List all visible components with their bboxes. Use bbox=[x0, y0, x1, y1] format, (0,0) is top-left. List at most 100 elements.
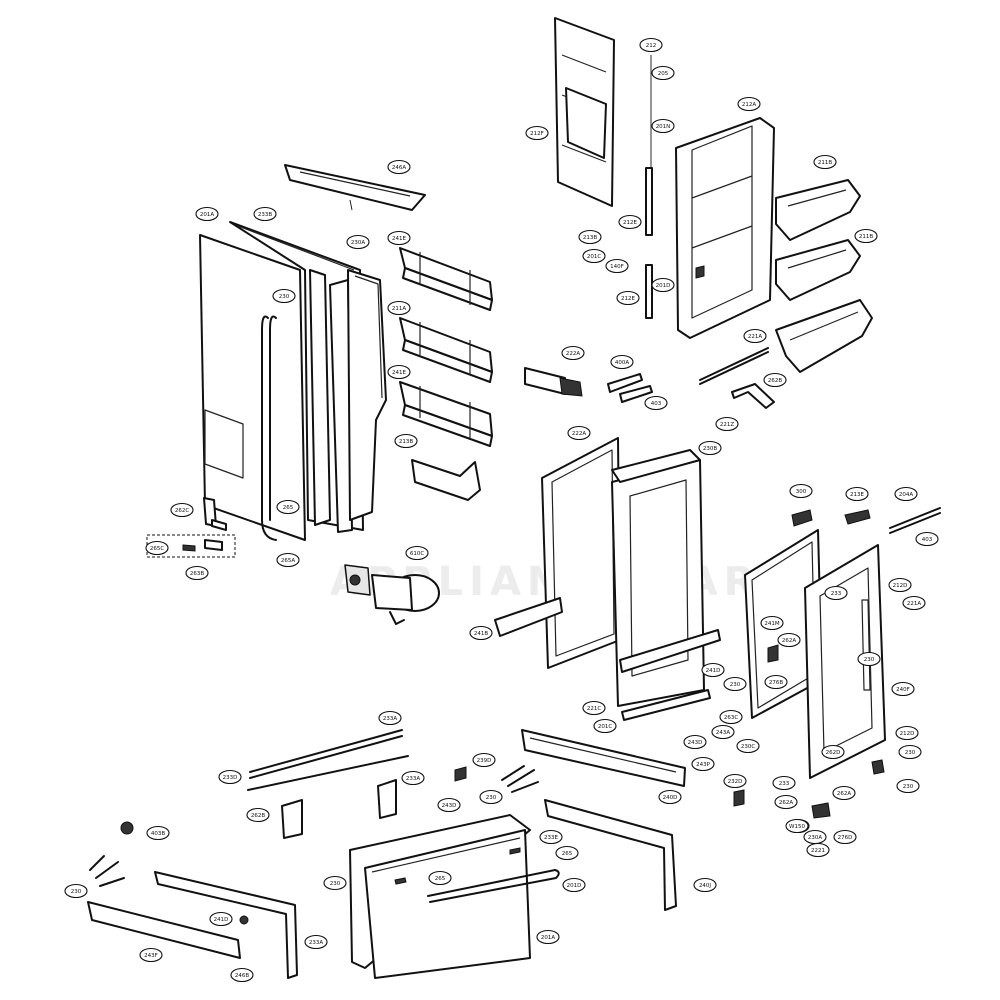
callout-label: 201C bbox=[598, 724, 612, 730]
callout-bubble bbox=[610, 354, 634, 370]
callout-bubble bbox=[764, 674, 788, 690]
callout-c37: 265A bbox=[276, 552, 300, 568]
callout-bubble bbox=[789, 483, 813, 499]
callout-c09: 201A bbox=[195, 206, 219, 222]
callout-c47: 241D bbox=[701, 662, 725, 678]
callout-label: 239D bbox=[477, 758, 492, 764]
freezer-drawer-assembly bbox=[87, 729, 686, 979]
callout-label: 140F bbox=[610, 264, 624, 270]
callout-c66: 230 bbox=[896, 778, 920, 794]
callout-bubble bbox=[582, 700, 606, 716]
callout-label: 230A bbox=[808, 835, 822, 841]
callout-label: 230 bbox=[330, 881, 341, 887]
callout-label: 2221 bbox=[811, 848, 825, 854]
callout-c75: W150 bbox=[785, 818, 809, 834]
callout-c38: 263B bbox=[185, 565, 209, 581]
callout-bubble bbox=[772, 775, 796, 791]
callout-bubble bbox=[272, 288, 296, 304]
callout-c49: 230 bbox=[723, 676, 747, 692]
callout-c72: 262A bbox=[832, 785, 856, 801]
callout-bubble bbox=[276, 552, 300, 568]
callout-c50: 230 bbox=[857, 651, 881, 667]
callout-c82: 230 bbox=[323, 875, 347, 891]
callout-bubble bbox=[145, 540, 169, 556]
callout-bubble bbox=[218, 769, 242, 785]
callout-bubble bbox=[304, 934, 328, 950]
callout-bubble bbox=[561, 345, 585, 361]
callout-c20: 201D bbox=[651, 277, 675, 293]
callout-c36: 265C bbox=[145, 540, 169, 556]
callout-label: 241M bbox=[764, 621, 779, 627]
callout-c87: 241D bbox=[209, 911, 233, 927]
callout-bubble bbox=[387, 159, 411, 175]
callout-label: 243P bbox=[696, 762, 710, 768]
callout-label: 243D bbox=[688, 740, 703, 746]
door-bin-lower bbox=[399, 381, 493, 447]
callout-c54: 263C bbox=[719, 709, 743, 725]
callout-bubble bbox=[915, 531, 939, 547]
callout-bubble bbox=[428, 870, 452, 886]
callout-bubble bbox=[401, 770, 425, 786]
callout-label: 610C bbox=[410, 551, 424, 557]
callout-bubble bbox=[536, 929, 560, 945]
callout-label: 201D bbox=[656, 283, 671, 289]
callout-c32: 213E bbox=[845, 486, 869, 502]
callout-label: 262D bbox=[826, 750, 841, 756]
callout-c11: 230A bbox=[346, 234, 370, 250]
callout-label: 222A bbox=[566, 351, 580, 357]
callout-bubble bbox=[246, 807, 270, 823]
callout-bubble bbox=[857, 651, 881, 667]
callout-c67: 233D bbox=[218, 769, 242, 785]
callout-c33: 204A bbox=[894, 486, 918, 502]
callout-bubble bbox=[387, 364, 411, 380]
callout-bubble bbox=[276, 499, 300, 515]
callout-c42: 221A bbox=[902, 595, 926, 611]
callout-label: 246B bbox=[235, 973, 249, 979]
callout-c76: 230A bbox=[803, 829, 827, 845]
callout-label: 213E bbox=[850, 492, 864, 498]
callout-c35: 265 bbox=[276, 499, 300, 515]
callout-label: 230 bbox=[486, 795, 497, 801]
callout-label: 212 bbox=[646, 43, 657, 49]
callout-label: 233B bbox=[258, 212, 272, 218]
callout-c06: 246A bbox=[387, 159, 411, 175]
callout-label: 230 bbox=[71, 889, 82, 895]
callout-c07: 211B bbox=[813, 154, 837, 170]
callout-label: 265C bbox=[150, 546, 164, 552]
callout-label: 241D bbox=[706, 668, 721, 674]
callout-bubble bbox=[639, 37, 663, 53]
callout-bubble bbox=[616, 290, 640, 306]
callout-c08: 211B bbox=[854, 228, 878, 244]
callout-c29: 221Z bbox=[715, 416, 739, 432]
callout-label: 201N bbox=[656, 124, 671, 130]
callout-label: 243D bbox=[442, 803, 457, 809]
callout-label: 233 bbox=[779, 781, 790, 787]
callout-label: 212D bbox=[900, 731, 915, 737]
callout-c16: 213B bbox=[578, 229, 602, 245]
callout-label: 240D bbox=[663, 795, 678, 801]
callout-label: 233 bbox=[831, 591, 842, 597]
callout-bubble bbox=[469, 625, 493, 641]
callout-c22: 221A bbox=[743, 328, 767, 344]
callout-label: 240F bbox=[896, 687, 910, 693]
callout-bubble bbox=[472, 752, 496, 768]
callout-bubble bbox=[833, 829, 857, 845]
callout-c25: 262B bbox=[763, 372, 787, 388]
callout-bubble bbox=[567, 425, 591, 441]
callout-bubble bbox=[651, 118, 675, 134]
dispenser-area bbox=[494, 437, 721, 721]
callout-c64: 233 bbox=[772, 775, 796, 791]
callout-label: 262A bbox=[782, 638, 796, 644]
right-door-shelves bbox=[775, 179, 873, 373]
callout-c39: 610C bbox=[405, 545, 429, 561]
callout-c14: 241E bbox=[387, 364, 411, 380]
callout-c21: 230 bbox=[272, 288, 296, 304]
callout-c55: 243A bbox=[711, 724, 735, 740]
callout-c61: 233A bbox=[378, 710, 402, 726]
left-door-assembly bbox=[199, 164, 426, 541]
callout-label: 221C bbox=[587, 706, 601, 712]
callout-label: 403 bbox=[922, 537, 933, 543]
callout-label: 232D bbox=[728, 779, 743, 785]
callout-label: 300 bbox=[796, 489, 807, 495]
